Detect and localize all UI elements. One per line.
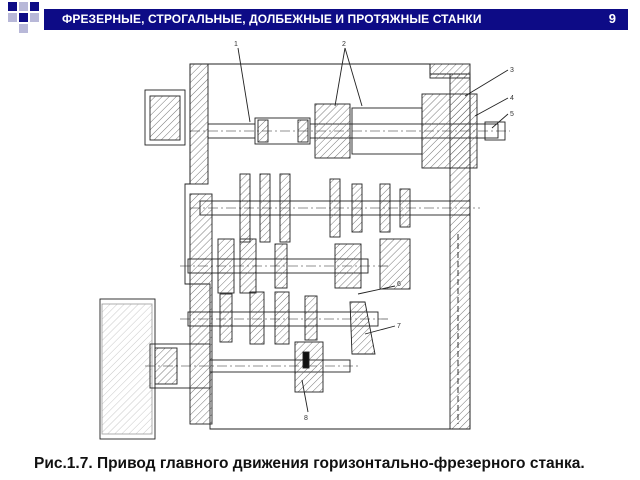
callout-8: 8 [304,415,308,422]
callout-5: 5 [510,111,514,118]
callout-4: 4 [510,95,514,102]
page-number: 9 [608,11,616,26]
logo-squares [8,2,39,33]
machine-drive-drawing: 1 2 3 4 5 6 7 8 [99,41,514,440]
figure-caption: Рис.1.7. Привод главного движения горизо… [34,455,585,472]
header-bar: ФРЕЗЕРНЫЕ, СТРОГАЛЬНЫЕ, ДОЛБЕЖНЫЕ И ПРОТ… [44,9,628,30]
callout-6: 6 [397,281,401,288]
callout-1: 1 [234,41,238,48]
callout-2: 2 [342,41,346,48]
callout-7: 7 [397,323,401,330]
callout-3: 3 [510,67,514,74]
page-title: ФРЕЗЕРНЫЕ, СТРОГАЛЬНЫЕ, ДОЛБЕЖНЫЕ И ПРОТ… [62,12,482,26]
